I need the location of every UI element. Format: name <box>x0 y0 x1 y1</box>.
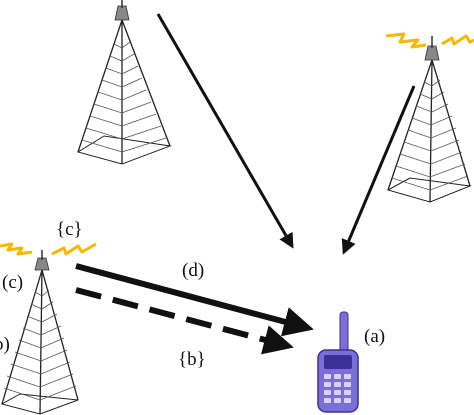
dashed-arrow-b <box>75 287 294 355</box>
arrow-tower2-to-phone <box>341 85 416 255</box>
lightning-bolt-icon <box>441 34 474 46</box>
label-solid-arrow: (d) <box>182 260 204 281</box>
arrow-tower1-to-phone <box>156 13 294 249</box>
label-tower-side: (c) <box>2 272 23 293</box>
label-left-edge: b) <box>0 334 10 355</box>
label-tower-top: {c} <box>56 219 83 240</box>
solid-arrow-d <box>75 263 314 337</box>
mobile-phone-icon <box>317 311 359 413</box>
tower-3-icon <box>0 250 79 415</box>
label-dashed-arrow: {b} <box>178 349 206 370</box>
lightning-bolt-icon <box>51 242 97 256</box>
lightning-bolt-icon <box>0 242 33 256</box>
tower-1-icon <box>76 0 172 165</box>
lightning-bolt-icon <box>385 32 427 49</box>
tower-2-icon <box>386 36 472 203</box>
label-phone: (a) <box>364 326 385 347</box>
